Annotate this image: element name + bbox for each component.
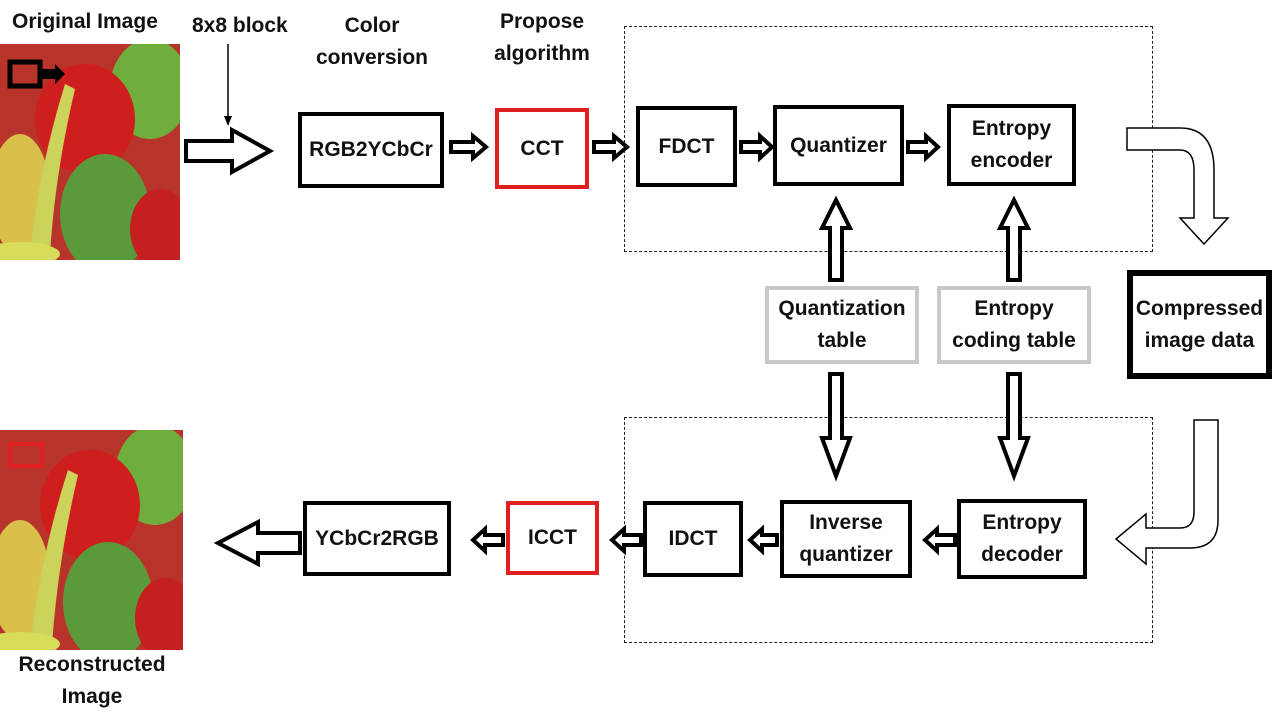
quantization-table-box: Quantization table: [765, 286, 919, 364]
entropy-encoder-label: Entropy encoder: [970, 117, 1053, 172]
entropy-encoder-box: Entropy encoder: [947, 104, 1076, 186]
icct-label: ICCT: [528, 526, 577, 549]
color-conversion-label: Color conversion: [315, 14, 429, 69]
arrow-rgb-cct: [449, 131, 490, 163]
propose-algorithm-label: Propose algorithm: [494, 10, 590, 65]
fdct-label: FDCT: [658, 134, 715, 158]
entropy-coding-table-label: Entropy coding table: [952, 297, 1076, 352]
curved-arrow-to-decoder: [1114, 419, 1219, 566]
compressed-data-box: Compressed image data: [1127, 270, 1272, 379]
inverse-quantizer-label: Inverse quantizer: [799, 511, 893, 566]
arrow-cct-fdct: [592, 131, 631, 163]
rgb2ycbcr-box: RGB2YCbCr: [298, 112, 444, 188]
cct-box: CCT: [495, 108, 589, 189]
reconstructed-image-label: Reconstructed Image: [18, 653, 166, 708]
ycbcr2rgb-label: YCbCr2RGB: [315, 526, 439, 550]
compressed-data-label: Compressed image data: [1135, 296, 1264, 352]
arrow-idct-icct: [609, 524, 643, 556]
entropy-decoder-box: Entropy decoder: [957, 499, 1087, 579]
original-image-label: Original Image: [12, 10, 158, 33]
entropy-coding-table-box: Entropy coding table: [937, 286, 1091, 364]
inverse-quantizer-box: Inverse quantizer: [780, 500, 912, 578]
curved-arrow-to-compressed: [1126, 127, 1230, 246]
cct-label: CCT: [520, 136, 564, 160]
quantizer-label: Quantizer: [790, 133, 887, 157]
icct-box: ICCT: [506, 501, 599, 575]
idct-box: IDCT: [643, 501, 743, 577]
entropy-decoder-label: Entropy decoder: [981, 511, 1063, 566]
fdct-box: FDCT: [636, 106, 737, 187]
arrow-etable-encoder: [996, 195, 1032, 282]
arrow-invquantizer-idct: [747, 524, 779, 556]
quantization-table-label: Quantization table: [778, 297, 906, 352]
quantizer-box: Quantizer: [773, 105, 904, 186]
arrow-icct-ycbcr: [470, 524, 505, 556]
arrow-fdct-quantizer: [739, 131, 775, 163]
output-block-arrow: [213, 518, 302, 568]
block-pointer-arrow: [224, 44, 232, 126]
original-peppers-photo: [0, 44, 180, 260]
rgb2ycbcr-label: RGB2YCbCr: [309, 138, 433, 161]
ycbcr2rgb-box: YCbCr2RGB: [303, 501, 451, 576]
arrow-etable-decoder: [997, 372, 1031, 482]
arrow-qtable-quantizer: [818, 195, 854, 282]
arrow-decoder-invquantizer: [922, 524, 957, 556]
reconstructed-peppers-photo: [0, 430, 183, 650]
idct-label: IDCT: [668, 527, 718, 550]
block-size-label: 8x8 block: [192, 14, 288, 37]
arrow-qtable-invquantizer: [819, 372, 853, 482]
input-block-arrow: [184, 126, 275, 176]
arrow-quantizer-entropy: [906, 131, 941, 163]
